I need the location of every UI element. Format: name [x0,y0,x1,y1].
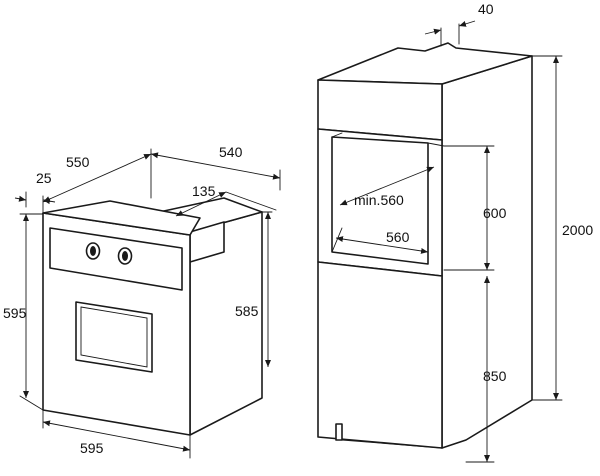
cabinet-plinth [335,423,343,441]
oven-dimensions: 25 550 540 135 595 585 595 [3,144,281,459]
label-850: 850 [483,368,507,384]
tall-cabinet [317,42,533,449]
label-135: 135 [192,183,216,199]
dim-line-135 [175,191,227,217]
oven-knob-left [85,242,101,260]
oven-door-window [75,301,153,373]
dim-line-min560 [339,166,435,206]
dim-line-540 [150,152,281,180]
cabinet-dimensions: 40 2000 600 min.560 560 850 [335,1,593,463]
dim-line-550 [42,153,152,203]
label-595-width: 595 [80,440,104,456]
dim-line-40 [424,28,442,35]
oven-door-window-inner [80,306,148,368]
oven-knob-right [117,247,133,265]
label-2000: 2000 [562,222,593,238]
dim-line-25 [14,195,27,202]
oven-panel-edge [42,200,201,236]
oven-control-strip [49,227,183,291]
dim-line-560 [335,236,429,254]
label-595-height: 595 [3,305,27,321]
label-min560: min.560 [354,192,404,208]
cabinet-top [317,42,533,85]
label-40: 40 [478,1,494,17]
cabinet-niche-opening [331,136,429,265]
label-560: 560 [386,229,410,245]
label-25: 25 [36,170,52,186]
dim-line-595-width [42,420,191,452]
label-550: 550 [66,154,90,170]
label-540: 540 [219,144,243,160]
label-585: 585 [235,303,259,319]
cabinet-lower-door [317,261,443,449]
label-600: 600 [483,205,507,221]
built-in-oven [42,197,263,436]
